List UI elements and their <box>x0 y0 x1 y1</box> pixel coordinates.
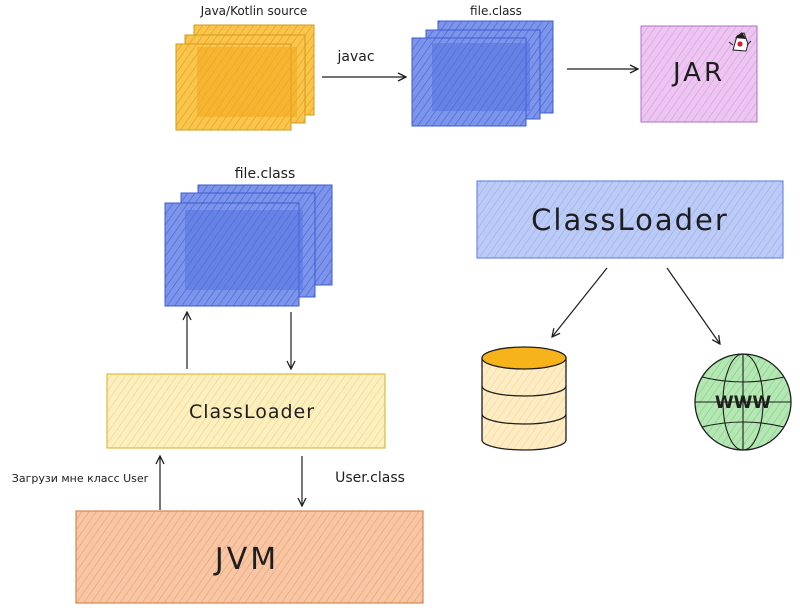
classloader-right-box: ClassLoader <box>476 180 784 259</box>
class-files-left-stack <box>164 184 333 307</box>
class-files-left-label: file.class <box>235 166 296 182</box>
jar-box: JAR <box>640 25 758 123</box>
source-files-stack <box>175 24 315 131</box>
classloader-left-label: ClassLoader <box>189 401 315 423</box>
jvm-label: JVM <box>213 542 279 577</box>
web-source-arrow <box>666 267 720 344</box>
class-files-top-label: file.class <box>470 4 522 18</box>
web-label: WWW <box>715 393 772 413</box>
source-files-label: Java/Kotlin source <box>200 4 308 18</box>
classloader-right-label: ClassLoader <box>531 203 729 237</box>
java-mascot-icon <box>728 32 752 52</box>
class-response-label: User.class <box>335 470 405 486</box>
jar-label: JAR <box>671 58 725 88</box>
database-icon <box>481 346 567 451</box>
classloader-left-box: ClassLoader <box>106 373 386 449</box>
db-source-arrow <box>552 267 608 337</box>
jvm-box: JVM <box>75 510 424 604</box>
globe-icon: WWW <box>694 353 792 451</box>
javac-label: javac <box>336 49 374 65</box>
load-request-label: Загрузи мне класс User <box>12 472 149 485</box>
class-files-top-stack <box>411 20 554 127</box>
